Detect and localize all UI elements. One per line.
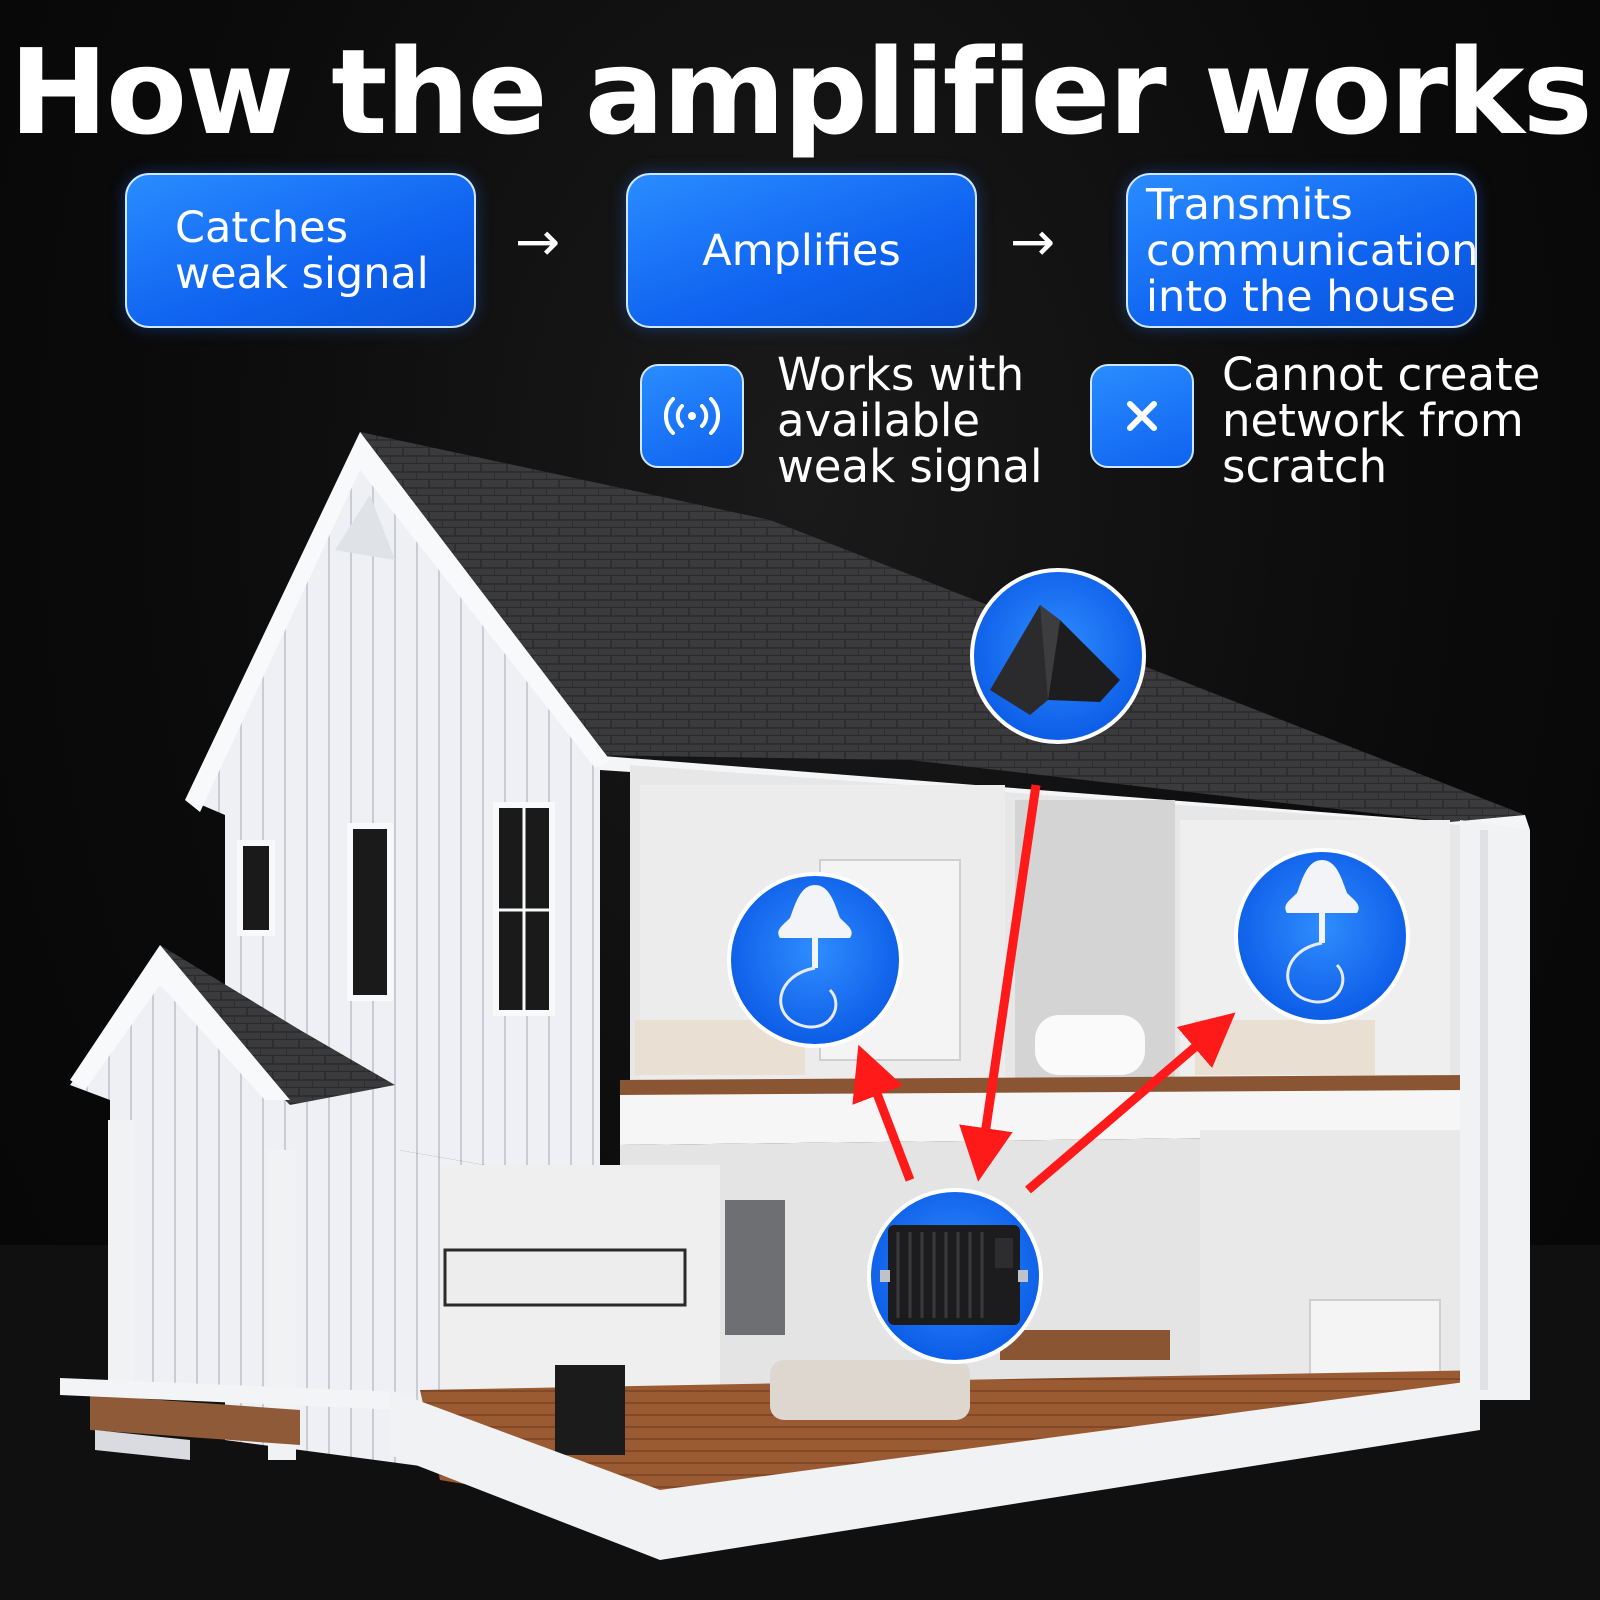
page-title: How the amplifier works	[9, 23, 1592, 161]
step-label: Catches weak signal	[175, 202, 429, 299]
outdoor-antenna-icon	[970, 568, 1146, 744]
signal-arrows	[852, 784, 1236, 1194]
step-label: Amplifies	[702, 225, 901, 276]
arrow-outdoor-to-amplifier	[959, 784, 1041, 1182]
step-catches-signal: Catches weak signal	[125, 173, 476, 328]
signal-waves-icon	[640, 364, 744, 468]
arrow-amplifier-to-right-antenna	[1025, 1012, 1236, 1194]
note-cannot-create-network: Cannot create network from scratch	[1222, 348, 1541, 493]
arrow-amplifier-to-left-antenna	[852, 1044, 915, 1182]
step-transmits: Transmits communication into the house	[1126, 173, 1479, 328]
step-label: Transmits communication into the house	[1146, 179, 1479, 322]
front-porch	[60, 945, 400, 1460]
close-x-icon	[1090, 364, 1194, 468]
indoor-ceiling-antenna-icon	[727, 872, 903, 1048]
step-amplifies: Amplifies	[626, 173, 977, 328]
flow-arrow: →	[515, 210, 561, 273]
main-roof	[360, 432, 1530, 830]
flow-arrow: →	[1010, 210, 1056, 273]
note-works-with-weak-signal: Works with available weak signal	[777, 348, 1043, 493]
amplifier-unit-icon	[867, 1188, 1043, 1364]
indoor-ceiling-antenna-icon	[1234, 848, 1410, 1024]
